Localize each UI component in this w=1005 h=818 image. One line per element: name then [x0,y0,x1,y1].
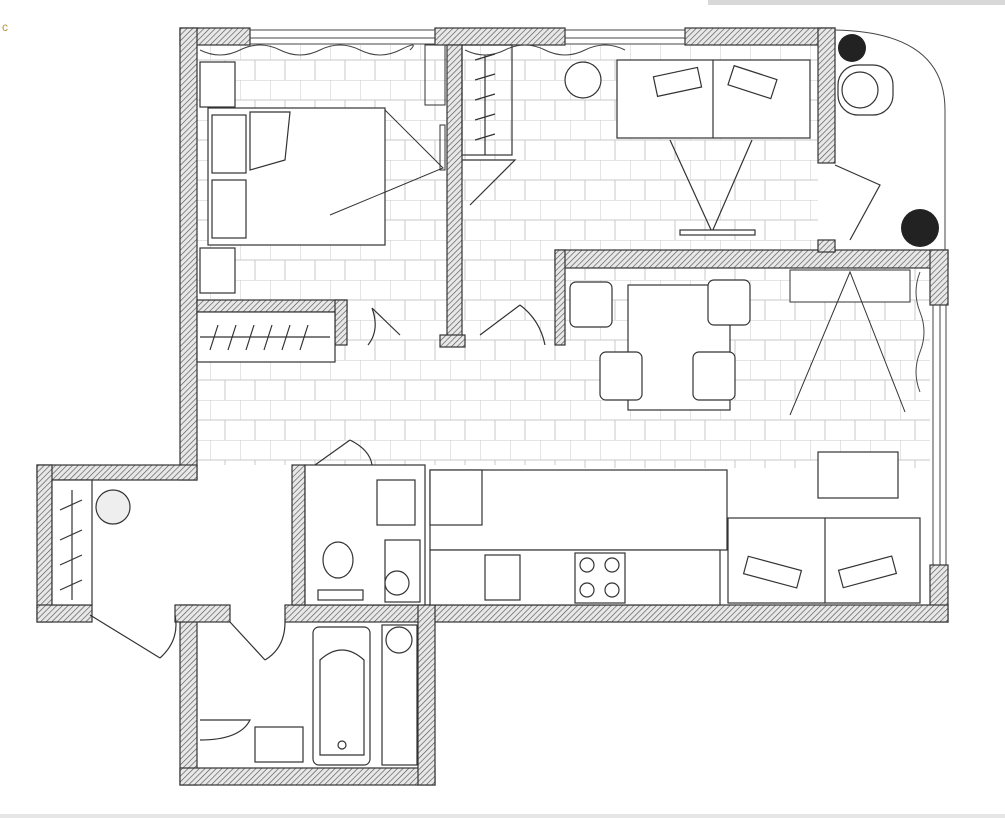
bed [199,61,386,294]
wardrobe-hanger [461,44,517,206]
tv-bedroom [329,44,446,216]
tv-living [789,269,911,416]
corner-label: c [2,20,10,34]
kitchen [429,469,728,606]
sofa-bottom [727,451,921,604]
doors [89,164,881,661]
sofa-top [564,59,811,236]
top-scrollbar [708,0,1005,5]
plant-icon [838,34,939,247]
bathroom [199,624,418,766]
balcony-chair [837,64,894,116]
closet [196,311,336,363]
walls [36,27,949,786]
entry-closet [51,479,131,606]
bottom-divider [0,814,1005,818]
dining-set [569,279,751,411]
wc [304,464,426,606]
